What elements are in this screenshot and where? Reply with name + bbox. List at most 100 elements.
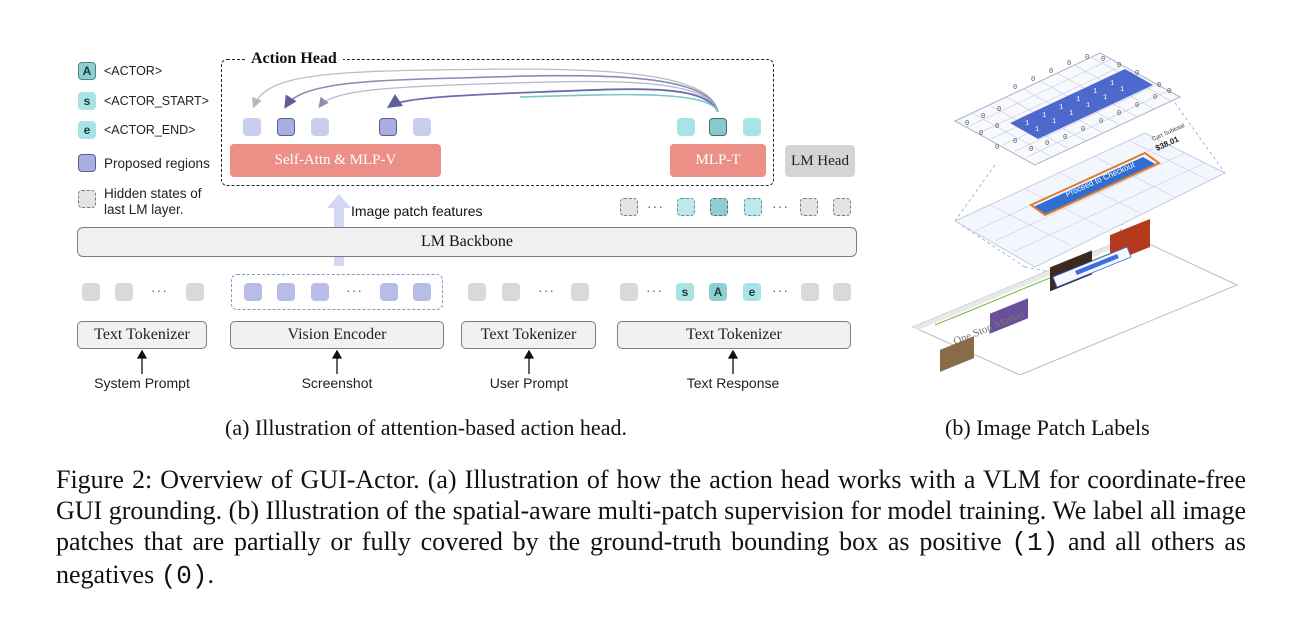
system-token [186,283,204,301]
response-token [833,283,851,301]
svg-text:0: 0 [995,144,999,152]
svg-text:0: 0 [981,113,985,121]
image-patch-features-label: Image patch features [351,203,483,219]
svg-text:1: 1 [1052,118,1056,126]
svg-text:0: 0 [1135,102,1139,110]
svg-text:1: 1 [1042,112,1046,120]
ellipsis: ··· [151,282,168,298]
hidden-state-actor [710,198,728,216]
svg-text:0: 0 [1135,70,1139,78]
user-token [502,283,520,301]
actor-token-swatch: A [78,62,96,80]
actor-start-token [677,118,695,136]
svg-text:0: 0 [1117,62,1121,70]
user-token [468,283,486,301]
subfigure-caption-a: (a) Illustration of attention-based acti… [225,415,627,440]
legend-hidden: Hidden states of last LM layer. [78,186,202,218]
ellipsis: ··· [772,282,789,298]
text-tokenizer-user: Text Tokenizer [461,321,596,349]
legend-proposed-label: Proposed regions [104,155,210,171]
svg-text:1: 1 [1035,126,1039,134]
legend-actor-start-label: <ACTOR_START> [104,94,209,108]
svg-text:0: 0 [1117,110,1121,118]
text-response-label: Text Response [686,375,780,391]
lm-backbone-block: LM Backbone [77,227,857,257]
svg-text:0: 0 [965,120,969,128]
svg-text:1: 1 [1093,88,1097,96]
ellipsis: ··· [772,198,789,214]
hidden-state-swatch [78,190,96,208]
legend-actor: A <ACTOR> [78,62,162,80]
screenshot-label: Screenshot [301,375,373,391]
input-arrows [136,350,739,374]
patch-token [413,118,431,136]
patch-token [311,118,329,136]
checkout-layer: Proceed to Checkout $38.01 Cart Subtotal [953,123,1227,268]
response-token [801,283,819,301]
image-patch-labels-illustration: One Stop Market Proceed to Checkout $38.… [911,52,1239,375]
ellipsis: ··· [538,282,555,298]
vision-token [413,283,431,301]
actor-end-input-token: e [743,283,761,301]
ellipsis: ··· [647,198,664,214]
screenshot-layer: One Stop Market [911,218,1239,375]
svg-text:0: 0 [1013,84,1017,92]
figure-caption-text: Figure 2: Overview of GUI-Actor. (a) Ill… [56,465,1246,556]
figure-caption: Figure 2: Overview of GUI-Actor. (a) Ill… [56,464,1246,592]
actor-token [709,118,727,136]
text-tokenizer-system: Text Tokenizer [77,321,207,349]
proposed-patch-token [379,118,397,136]
svg-text:0: 0 [1049,68,1053,76]
actor-start-input-token: s [676,283,694,301]
svg-text:0: 0 [979,130,983,138]
user-token [571,283,589,301]
svg-text:1: 1 [1120,86,1124,94]
svg-text:0: 0 [1029,146,1033,154]
attention-arcs [252,68,719,113]
svg-text:1: 1 [1103,94,1107,102]
legend-actor-start: s <ACTOR_START> [78,92,209,110]
hidden-state-token [833,198,851,216]
system-prompt-label: System Prompt [94,375,190,391]
patch-token [243,118,261,136]
legend-actor-end: e <ACTOR_END> [78,121,195,139]
svg-text:1: 1 [1059,104,1063,112]
svg-text:0: 0 [1013,138,1017,146]
figure-caption-end: . [207,560,215,589]
response-token [620,283,638,301]
text-tokenizer-response: Text Tokenizer [617,321,851,349]
user-prompt-label: User Prompt [489,375,569,391]
svg-text:1: 1 [1069,110,1073,118]
svg-text:1: 1 [1086,102,1090,110]
svg-text:0: 0 [1085,54,1089,62]
action-head-box [221,59,774,186]
self-attn-mlp-v-block: Self-Attn & MLP-V [230,144,441,177]
svg-text:0: 0 [1157,82,1161,90]
legend-actor-label: <ACTOR> [104,64,163,78]
hidden-state-actor-end [744,198,762,216]
svg-text:0: 0 [1067,60,1071,68]
vision-token [380,283,398,301]
figure-caption-middle: and all others as negatives [56,527,1246,589]
negative-label-code: (0) [160,561,208,591]
legend-hidden-line2: last LM layer. [104,202,184,217]
vision-token [244,283,262,301]
svg-text:0: 0 [1099,118,1103,126]
legend-proposed: Proposed regions [78,154,210,172]
ellipsis: ··· [346,282,363,298]
system-token [82,283,100,301]
svg-text:0: 0 [1101,56,1105,64]
actor-end-token [743,118,761,136]
vision-encoder: Vision Encoder [230,321,444,349]
svg-text:1: 1 [1076,96,1080,104]
svg-text:0: 0 [997,106,1001,114]
proposed-patch-token [277,118,295,136]
ellipsis: ··· [646,282,663,298]
svg-text:0: 0 [1031,76,1035,84]
hidden-state-token [800,198,818,216]
actor-end-swatch: e [78,121,96,139]
system-token [115,283,133,301]
svg-text:1: 1 [1025,120,1029,128]
svg-text:0: 0 [1045,140,1049,148]
